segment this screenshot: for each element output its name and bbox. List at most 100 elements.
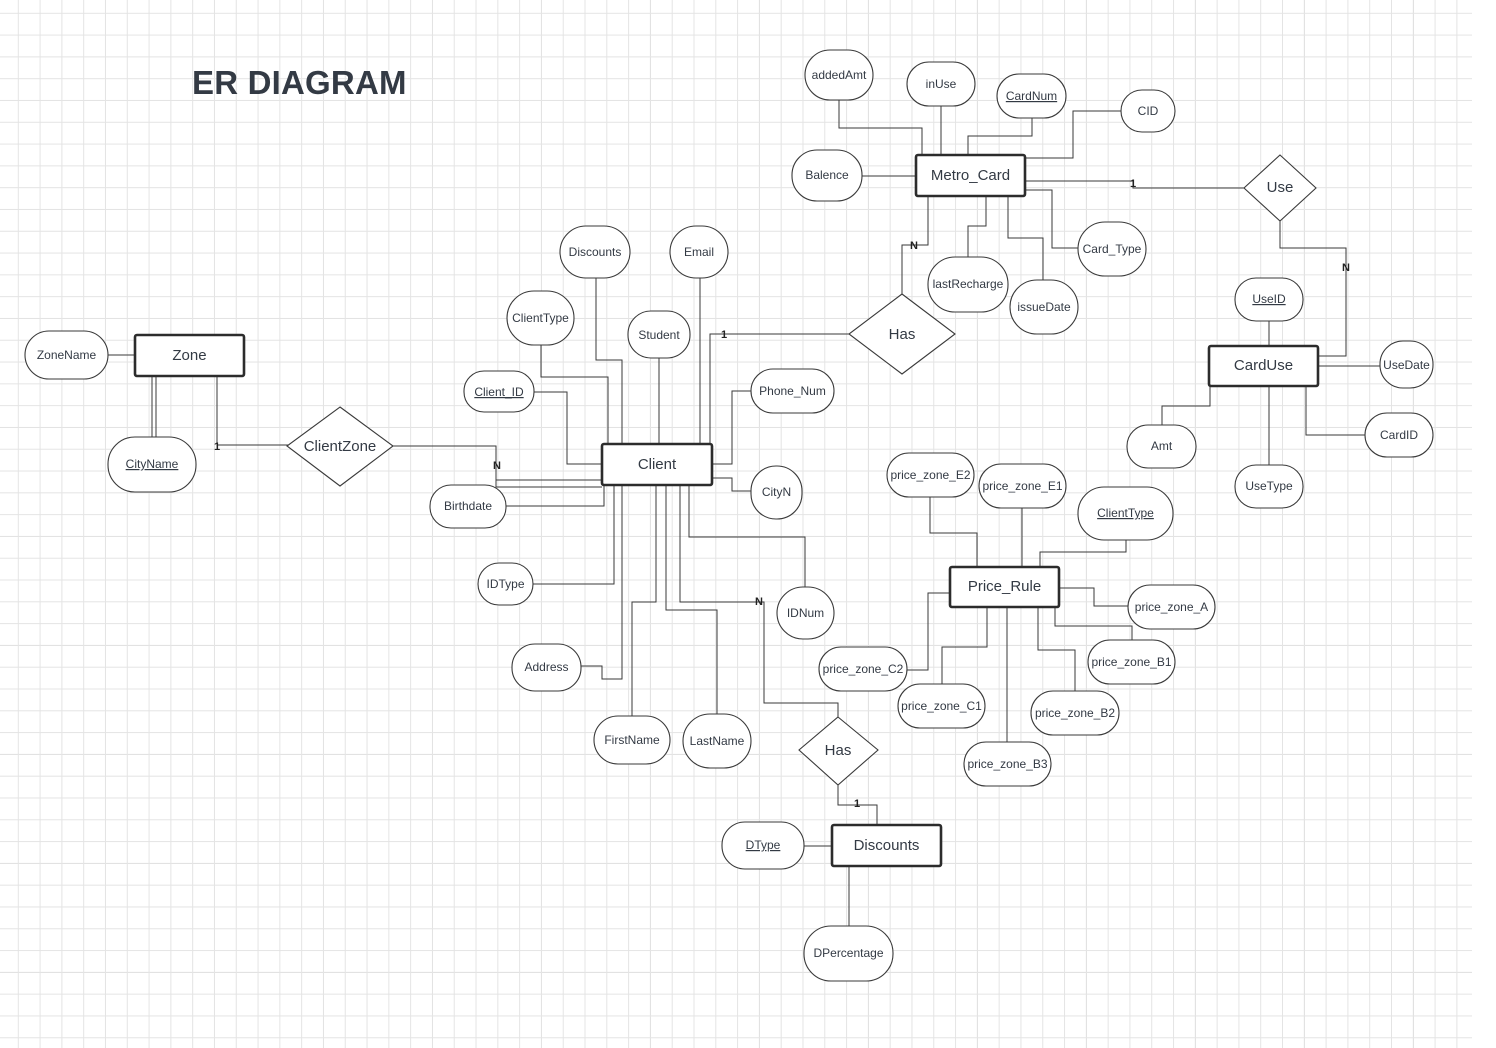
attribute-issue-date[interactable]: issueDate <box>1009 279 1079 335</box>
entity-client-label: Client <box>638 456 677 473</box>
connector-lines <box>108 100 1380 926</box>
cardinality-use-carduse: N <box>1342 262 1350 274</box>
attribute-price-zone-b3[interactable]: price_zone_B3 <box>963 741 1052 787</box>
attribute-price-zone-c1[interactable]: price_zone_C1 <box>897 683 986 729</box>
attribute-id-num[interactable]: IDNum <box>776 586 835 640</box>
attribute-last-name-label: LastName <box>690 734 745 748</box>
entity-card-use-label: CardUse <box>1234 357 1293 374</box>
relationship-clientzone-label: ClientZone <box>304 438 377 455</box>
attribute-last-name[interactable]: LastName <box>682 713 752 769</box>
attribute-use-date[interactable]: UseDate <box>1379 340 1434 389</box>
relationship-has-card[interactable]: Has <box>848 293 956 375</box>
attribute-issue-date-label: issueDate <box>1017 300 1071 314</box>
attribute-phone-num[interactable]: Phone_Num <box>750 368 835 414</box>
entity-price-rule-label: Price_Rule <box>968 578 1041 595</box>
attribute-d-percentage-label: DPercentage <box>813 946 883 960</box>
attribute-client-discounts[interactable]: Discounts <box>559 225 631 279</box>
attribute-pr-client-type-label: ClientType <box>1097 506 1154 520</box>
attribute-use-id-label: UseID <box>1252 292 1286 306</box>
attribute-price-zone-b1[interactable]: price_zone_B1 <box>1087 639 1176 685</box>
attribute-client-type[interactable]: ClientType <box>506 290 575 346</box>
entity-price-rule[interactable]: Price_Rule <box>948 565 1061 609</box>
attribute-price-zone-a[interactable]: price_zone_A <box>1127 584 1216 630</box>
attribute-id-num-label: IDNum <box>787 606 824 620</box>
attribute-zone-name-label: ZoneName <box>37 348 97 362</box>
attribute-card-id-label: CardID <box>1380 428 1418 442</box>
attribute-amt[interactable]: Amt <box>1126 424 1197 469</box>
entity-discounts-label: Discounts <box>854 837 920 854</box>
attribute-price-zone-e1[interactable]: price_zone_E1 <box>978 463 1067 509</box>
attribute-last-recharge[interactable]: lastRecharge <box>927 256 1009 313</box>
attribute-card-type[interactable]: Card_Type <box>1077 221 1147 277</box>
attribute-price-zone-b1-label: price_zone_B1 <box>1091 655 1171 669</box>
attribute-pr-client-type[interactable]: ClientType <box>1077 486 1174 541</box>
attribute-added-amt-label: addedAmt <box>812 68 867 82</box>
attribute-address[interactable]: Address <box>511 643 582 692</box>
attribute-city-name-label: CityName <box>126 457 179 471</box>
attribute-student-label: Student <box>638 328 680 342</box>
attribute-phone-num-label: Phone_Num <box>759 384 826 398</box>
cardinality-has-metrocard: N <box>910 240 918 252</box>
diagram-title: ER DIAGRAM <box>192 64 407 101</box>
attribute-price-zone-b3-label: price_zone_B3 <box>967 757 1047 771</box>
cardinality-clientzone-client: N <box>493 460 501 472</box>
entity-discounts[interactable]: Discounts <box>830 823 943 868</box>
attribute-balence[interactable]: Balence <box>791 149 863 202</box>
attribute-birthdate[interactable]: Birthdate <box>429 484 507 529</box>
entity-metro-card[interactable]: Metro_Card <box>914 153 1027 198</box>
attribute-student[interactable]: Student <box>627 310 691 359</box>
cardinality-has-discounts: 1 <box>854 798 860 810</box>
attribute-first-name[interactable]: FirstName <box>593 715 671 765</box>
attribute-price-zone-e2-label: price_zone_E2 <box>890 468 970 482</box>
entity-zone-label: Zone <box>172 347 206 364</box>
relationship-has-discount-label: Has <box>825 742 852 759</box>
attribute-price-zone-b2-label: price_zone_B2 <box>1035 706 1115 720</box>
attribute-balence-label: Balence <box>805 168 849 182</box>
attribute-address-label: Address <box>524 660 568 674</box>
attribute-birthdate-label: Birthdate <box>444 499 492 513</box>
attribute-d-type-label: DType <box>746 838 781 852</box>
attribute-use-type[interactable]: UseType <box>1234 464 1304 509</box>
relationship-use-label: Use <box>1267 179 1294 196</box>
attribute-card-num[interactable]: CardNum <box>996 73 1067 119</box>
entity-zone[interactable]: Zone <box>133 333 246 378</box>
relationship-has-card-label: Has <box>889 326 916 343</box>
attribute-d-type[interactable]: DType <box>721 821 805 870</box>
attribute-last-recharge-label: lastRecharge <box>933 277 1004 291</box>
attribute-price-zone-a-label: price_zone_A <box>1135 600 1208 614</box>
attribute-use-date-label: UseDate <box>1383 358 1430 372</box>
attribute-cid[interactable]: CID <box>1120 89 1176 133</box>
attribute-card-type-label: Card_Type <box>1083 242 1142 256</box>
cardinality-zone-clientzone: 1 <box>214 441 220 453</box>
entity-card-use[interactable]: CardUse <box>1207 344 1320 388</box>
attribute-in-use[interactable]: inUse <box>906 61 976 107</box>
attribute-price-zone-e1-label: price_zone_E1 <box>982 479 1062 493</box>
attribute-card-id[interactable]: CardID <box>1364 412 1434 458</box>
attribute-city-n-label: CityN <box>762 485 791 499</box>
relationship-clientzone[interactable]: ClientZone <box>286 406 394 487</box>
attribute-price-zone-c2[interactable]: price_zone_C2 <box>818 646 908 692</box>
attribute-id-type[interactable]: IDType <box>477 562 534 606</box>
attribute-client-type-label: ClientType <box>512 311 569 325</box>
attribute-card-num-label: CardNum <box>1006 89 1057 103</box>
attribute-email[interactable]: Email <box>669 225 729 279</box>
attribute-price-zone-c2-label: price_zone_C2 <box>823 662 904 676</box>
attribute-zone-name[interactable]: ZoneName <box>24 330 109 380</box>
attribute-city-n[interactable]: CityN <box>750 465 803 520</box>
attribute-added-amt[interactable]: addedAmt <box>804 49 874 101</box>
attribute-d-percentage[interactable]: DPercentage <box>803 925 894 982</box>
attribute-use-id[interactable]: UseID <box>1234 277 1304 322</box>
relationship-use[interactable]: Use <box>1243 154 1317 222</box>
attribute-price-zone-c1-label: price_zone_C1 <box>901 699 982 713</box>
attribute-in-use-label: inUse <box>926 77 957 91</box>
entity-client[interactable]: Client <box>600 442 714 487</box>
attribute-cid-label: CID <box>1138 104 1159 118</box>
cardinality-labels: 1 N 1 N 1 N N 1 <box>214 178 1350 810</box>
attribute-client-id[interactable]: Client_ID <box>463 370 535 413</box>
attribute-price-zone-e2[interactable]: price_zone_E2 <box>886 452 975 498</box>
relationship-has-discount[interactable]: Has <box>798 716 879 786</box>
attribute-price-zone-b2[interactable]: price_zone_B2 <box>1030 690 1120 736</box>
attribute-city-name[interactable]: CityName <box>107 436 197 493</box>
